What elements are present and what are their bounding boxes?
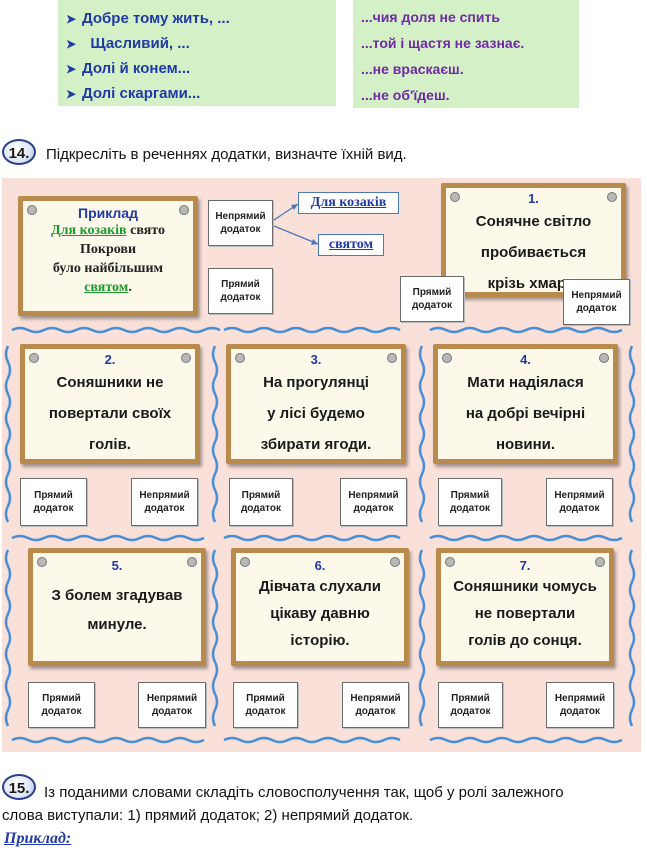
pin-icon bbox=[599, 353, 609, 363]
task-15-number: 15. bbox=[2, 774, 36, 800]
connector-arrows bbox=[273, 203, 319, 245]
card-line: повертали своїх bbox=[48, 405, 172, 422]
example-card: Приклад Для козаків свято Покрови було н… bbox=[18, 196, 198, 316]
card-4-direct-button[interactable]: Прямий додаток bbox=[438, 478, 502, 526]
card-line: цікаву давню bbox=[270, 605, 370, 622]
card-line: З болем згадував bbox=[51, 587, 183, 604]
task-15-instruction-line-2: слова виступали: 1) прямий додаток; 2) н… bbox=[2, 807, 414, 824]
card-number: 6. bbox=[314, 558, 326, 573]
card-6-indirect-button[interactable]: Непрямий додаток bbox=[342, 682, 409, 728]
example-tag-for-cossacks: Для козаків bbox=[298, 192, 399, 214]
sentence-card-6: 6. Дівчата слухали цікаву давню історію. bbox=[231, 548, 409, 666]
card-line: Сонячне світло bbox=[475, 213, 592, 230]
proverb-start-3: ➤Долі й конем... bbox=[66, 56, 336, 81]
card-7-direct-button[interactable]: Прямий додаток bbox=[438, 682, 503, 728]
card-4-indirect-button[interactable]: Непрямий додаток bbox=[546, 478, 613, 526]
pin-icon bbox=[240, 557, 250, 567]
card-line: Мати надіялася bbox=[467, 374, 584, 391]
proverb-ending-3: ...не враскаєш. bbox=[361, 61, 464, 77]
arrow-bullet-icon: ➤ bbox=[66, 87, 77, 101]
arrow-bullet-icon: ➤ bbox=[66, 12, 77, 26]
task-15-instruction-line-1: Із поданими словами складіть словосполуч… bbox=[44, 784, 564, 801]
card-7-indirect-button[interactable]: Непрямий додаток bbox=[546, 682, 614, 728]
card-number: 7. bbox=[519, 558, 531, 573]
pin-icon bbox=[29, 353, 39, 363]
card-3-indirect-button[interactable]: Непрямий додаток bbox=[340, 478, 407, 526]
pin-icon bbox=[607, 192, 617, 202]
pin-icon bbox=[37, 557, 47, 567]
pin-icon bbox=[445, 557, 455, 567]
pin-icon bbox=[27, 205, 37, 215]
card-number: 1. bbox=[528, 191, 539, 206]
card-line: пробивається bbox=[480, 244, 587, 261]
card-1-direct-button[interactable]: Прямий додаток bbox=[400, 276, 464, 322]
example-direct-button[interactable]: Прямий додаток bbox=[208, 268, 273, 314]
sentence-card-1: 1. Сонячне світло пробивається крізь хма… bbox=[441, 183, 626, 297]
arrow-bullet-icon: ➤ bbox=[66, 37, 77, 51]
example-indirect-button[interactable]: Непрямий додаток bbox=[208, 200, 273, 246]
sentence-card-2: 2. Соняшники не повертали своїх голів. bbox=[20, 344, 200, 464]
sentence-card-3: 3. На прогулянці у лісі будемо збирати я… bbox=[226, 344, 406, 464]
proverb-ending-4: ...не об'їдеш. bbox=[361, 87, 450, 103]
task-14-number: 14. bbox=[2, 139, 36, 165]
proverb-starts-box: ➤Добре тому жить, ... ➤ Щасливий, ... ➤Д… bbox=[58, 0, 336, 106]
example-label: Приклад: bbox=[4, 830, 72, 847]
example-line-1: Для козаків свято bbox=[51, 223, 165, 238]
card-6-direct-button[interactable]: Прямий додаток bbox=[233, 682, 298, 728]
sentence-card-5: 5. З болем згадував минуле. bbox=[28, 548, 206, 666]
proverb-start-2: ➤ Щасливий, ... bbox=[66, 31, 336, 56]
proverb-ending-1: ...чия доля не спить bbox=[361, 9, 500, 25]
card-1-indirect-button[interactable]: Непрямий додаток bbox=[563, 279, 630, 325]
card-2-direct-button[interactable]: Прямий додаток bbox=[20, 478, 87, 526]
example-card-title: Приклад bbox=[78, 205, 138, 221]
arrow-bullet-icon: ➤ bbox=[66, 62, 77, 76]
proverb-ending-2: ...той і щастя не зазнає. bbox=[361, 35, 525, 51]
proverb-endings-box: ...чия доля не спить ...той і щастя не з… bbox=[353, 0, 579, 108]
card-line: минуле. bbox=[87, 616, 147, 633]
example-tag-holiday: святом bbox=[318, 234, 384, 256]
proverb-start-4: ➤Долі скаргами... bbox=[66, 81, 336, 106]
card-5-indirect-button[interactable]: Непрямий додаток bbox=[138, 682, 206, 728]
pin-icon bbox=[181, 353, 191, 363]
card-3-direct-button[interactable]: Прямий додаток bbox=[229, 478, 293, 526]
pin-icon bbox=[387, 353, 397, 363]
card-line: Соняшники чомусь bbox=[453, 578, 597, 595]
pin-icon bbox=[390, 557, 400, 567]
card-line: Соняшники не bbox=[56, 374, 164, 391]
card-line: новини. bbox=[495, 436, 556, 453]
card-line: Дівчата слухали bbox=[258, 578, 382, 595]
card-2-indirect-button[interactable]: Непрямий додаток bbox=[131, 478, 198, 526]
card-number: 2. bbox=[104, 352, 116, 367]
pin-icon bbox=[235, 353, 245, 363]
wave-decoration bbox=[4, 326, 636, 744]
card-number: 4. bbox=[520, 352, 531, 367]
card-line: На прогулянці bbox=[263, 374, 369, 391]
pin-icon bbox=[187, 557, 197, 567]
sentence-card-4: 4. Мати надіялася на добрі вечірні новин… bbox=[433, 344, 618, 464]
card-line: історію. bbox=[290, 632, 350, 649]
pin-icon bbox=[595, 557, 605, 567]
task-14-instruction: Підкресліть в реченнях додатки, визначте… bbox=[46, 146, 407, 163]
pin-icon bbox=[450, 192, 460, 202]
card-line: крізь хмари. bbox=[487, 275, 580, 292]
proverb-start-1: ➤Добре тому жить, ... bbox=[66, 6, 336, 31]
pin-icon bbox=[442, 353, 452, 363]
pin-icon bbox=[179, 205, 189, 215]
card-number: 5. bbox=[111, 558, 123, 573]
card-line: збирати ягоди. bbox=[260, 436, 372, 453]
card-line: на добрі вечірні bbox=[465, 405, 586, 422]
example-line-3: було найбільшим bbox=[52, 261, 164, 276]
card-line: у лісі будемо bbox=[267, 405, 365, 422]
example-line-2: Покрови bbox=[79, 242, 137, 257]
sentence-card-7: 7. Соняшники чомусь не повертали голів д… bbox=[436, 548, 614, 666]
card-line: не повертали bbox=[474, 605, 576, 622]
card-line: голів до сонця. bbox=[468, 632, 582, 649]
example-line-4: святом. bbox=[84, 280, 132, 295]
card-number: 3. bbox=[310, 352, 322, 367]
card-line: голів. bbox=[89, 436, 131, 453]
card-5-direct-button[interactable]: Прямий додаток bbox=[28, 682, 95, 728]
